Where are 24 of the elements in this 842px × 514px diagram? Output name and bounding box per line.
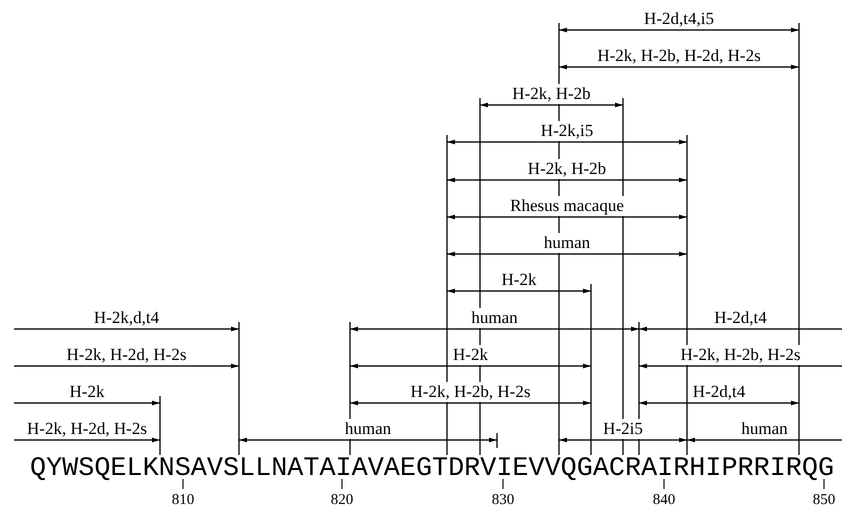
range-label: human — [342, 419, 394, 439]
range-label: H-2d,t4 — [712, 308, 769, 328]
range-label: H-2k,d,t4 — [92, 308, 162, 328]
position-label: 830 — [492, 491, 514, 509]
range-label: H-2k, H-2b — [510, 84, 593, 104]
sequence-text: QYWSQELKNSAVSLLNATAIAVAEGTDRVIEVVQGACRAIRHIPRRIRQG — [30, 454, 834, 484]
range-label: H-2k, H-2b — [526, 159, 608, 179]
range-label: H-2k, H-2b, H-2s — [678, 345, 802, 365]
range-label: human — [542, 233, 592, 253]
range-label: human — [469, 308, 520, 328]
position-label: 850 — [812, 491, 836, 509]
position-label: 810 — [172, 491, 194, 509]
range-label: H-2k, H-2b, H-2s — [408, 382, 532, 402]
range-label: H-2d,t4 — [690, 382, 748, 402]
position-label: 820 — [330, 491, 354, 509]
range-label: H-2k, H-2d, H-2s — [25, 419, 149, 439]
range-label: H-2k — [451, 345, 490, 365]
range-label: Rhesus macaque — [508, 196, 626, 216]
range-label: H-2k,i5 — [538, 121, 596, 141]
position-label: 840 — [652, 491, 676, 509]
range-label: H-2i5 — [601, 419, 645, 439]
range-label: H-2d,t4,i5 — [642, 9, 716, 29]
range-label: H-2k, H-2d, H-2s — [64, 345, 188, 365]
range-label: H-2k, H-2b, H-2d, H-2s — [595, 46, 763, 66]
